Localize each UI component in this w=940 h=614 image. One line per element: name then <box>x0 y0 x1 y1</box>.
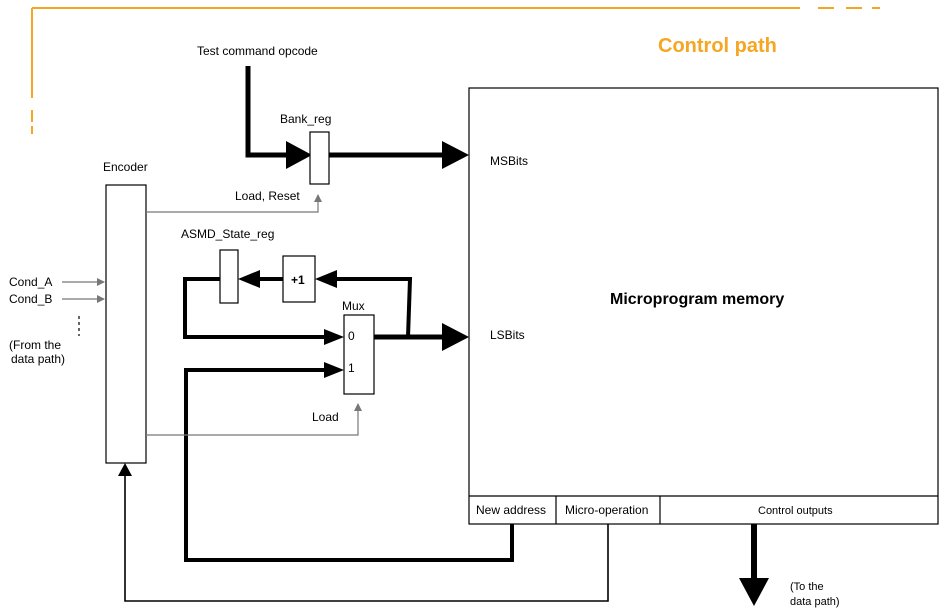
from-data-path-label-1: (From the <box>9 338 61 352</box>
encoder-label: Encoder <box>103 160 148 174</box>
feedback-to-increment-bus <box>335 277 413 338</box>
micro-operation-field: Micro-operation <box>565 503 648 517</box>
lsbits-label: LSBits <box>490 328 525 342</box>
load-reset-label: Load, Reset <box>235 189 300 203</box>
encoder <box>105 184 147 464</box>
to-data-path-label-2: data path) <box>790 596 840 608</box>
microprogram-memory <box>468 87 939 525</box>
new-address-field: New address <box>476 503 546 517</box>
micro-operation-line <box>124 473 609 602</box>
control-path-boundary <box>31 7 880 134</box>
control-path-title: Control path <box>658 35 777 57</box>
new-address-bus <box>184 368 514 562</box>
mux-input-1: 1 <box>348 361 355 375</box>
load-line <box>146 403 362 436</box>
load-label: Load <box>312 410 339 424</box>
cond-a-label: Cond_A <box>9 275 52 289</box>
msbits-label: MSBits <box>490 154 528 168</box>
test-command-opcode-label: Test command opcode <box>197 44 318 58</box>
mux <box>343 314 375 395</box>
increment-label: +1 <box>291 273 305 287</box>
cond-b-label: Cond_B <box>9 292 52 306</box>
state-to-mux-bus <box>183 277 326 339</box>
asmd-state-reg-label: ASMD_State_reg <box>181 227 274 241</box>
load-reset-line <box>146 194 322 213</box>
bank-reg <box>309 131 330 185</box>
microprogram-memory-label: Microprogram memory <box>610 291 784 308</box>
bank-reg-label: Bank_reg <box>280 112 331 126</box>
from-data-path-label-2: data path) <box>11 352 65 366</box>
mux-label: Mux <box>342 299 365 313</box>
opcode-bus <box>245 66 288 158</box>
asmd-state-reg <box>219 249 239 304</box>
mux-input-0: 0 <box>348 329 355 343</box>
control-outputs-field: Control outputs <box>758 505 833 517</box>
to-data-path-label-1: (To the <box>790 581 824 593</box>
